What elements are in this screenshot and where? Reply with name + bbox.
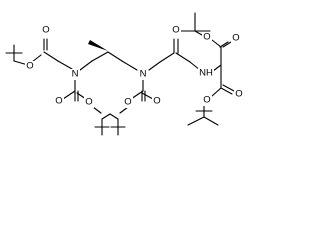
svg-text:N: N: [140, 69, 147, 80]
svg-text:O: O: [172, 25, 179, 36]
bond: [92, 106, 102, 114]
bond: [107, 51, 123, 62]
svg-text:O: O: [153, 96, 160, 107]
atom-o-boc1-a: O: [54, 96, 64, 107]
bond: [212, 64, 222, 72]
bond: [141, 92, 154, 100]
bond: [194, 30, 203, 36]
stereo-wedge-bond: [88, 40, 108, 51]
svg-text:O: O: [203, 95, 210, 106]
atom-o-mal2-b: O: [234, 89, 244, 100]
atom-o-boc1-b: O: [84, 97, 94, 108]
svg-text:O: O: [55, 96, 62, 107]
bond: [148, 61, 161, 71]
bond: [101, 113, 111, 120]
bond: [211, 39, 222, 48]
atom-o-mal1-b: O: [231, 33, 241, 44]
bond: [159, 52, 175, 63]
atom-o-mal1-a: O: [202, 32, 212, 43]
atom-o-boc2-b: O: [152, 96, 162, 107]
atom-o-ester-b: O: [41, 25, 51, 36]
atom-n-left: N: [70, 69, 80, 80]
atom-o-mal2-a: O: [202, 95, 212, 106]
bond: [31, 54, 42, 63]
bond: [62, 90, 76, 100]
svg-text:NH: NH: [199, 68, 213, 79]
atom-o-boc2-a: O: [123, 97, 133, 108]
bond: [187, 116, 205, 126]
atom-nh-right: NH: [198, 68, 214, 79]
svg-text:O: O: [124, 97, 131, 108]
bond: [211, 87, 222, 97]
bond: [121, 60, 138, 71]
atom-o-ester-a: O: [25, 61, 35, 72]
bond: [91, 51, 109, 62]
bond: [222, 84, 235, 92]
svg-text:N: N: [72, 69, 79, 80]
bond: [57, 60, 73, 70]
bond: [203, 116, 219, 126]
svg-text:O: O: [203, 32, 210, 43]
bond: [175, 52, 191, 63]
bond: [222, 41, 232, 48]
svg-text:O: O: [85, 97, 92, 108]
atom-n-mid: N: [138, 69, 148, 80]
bond: [219, 41, 229, 48]
svg-text:O: O: [232, 33, 239, 44]
bond: [109, 113, 119, 120]
svg-text:O: O: [235, 89, 242, 100]
atom-label-layer: O O N O O N O O: [25, 25, 244, 108]
chemical-structure-diagram: O O N O O N O O: [5, 12, 244, 136]
svg-text:O: O: [26, 61, 33, 72]
bond: [220, 87, 233, 95]
atom-o-ketone: O: [171, 25, 181, 36]
bond: [79, 60, 93, 71]
bond: [43, 51, 59, 62]
svg-text:O: O: [42, 25, 49, 36]
